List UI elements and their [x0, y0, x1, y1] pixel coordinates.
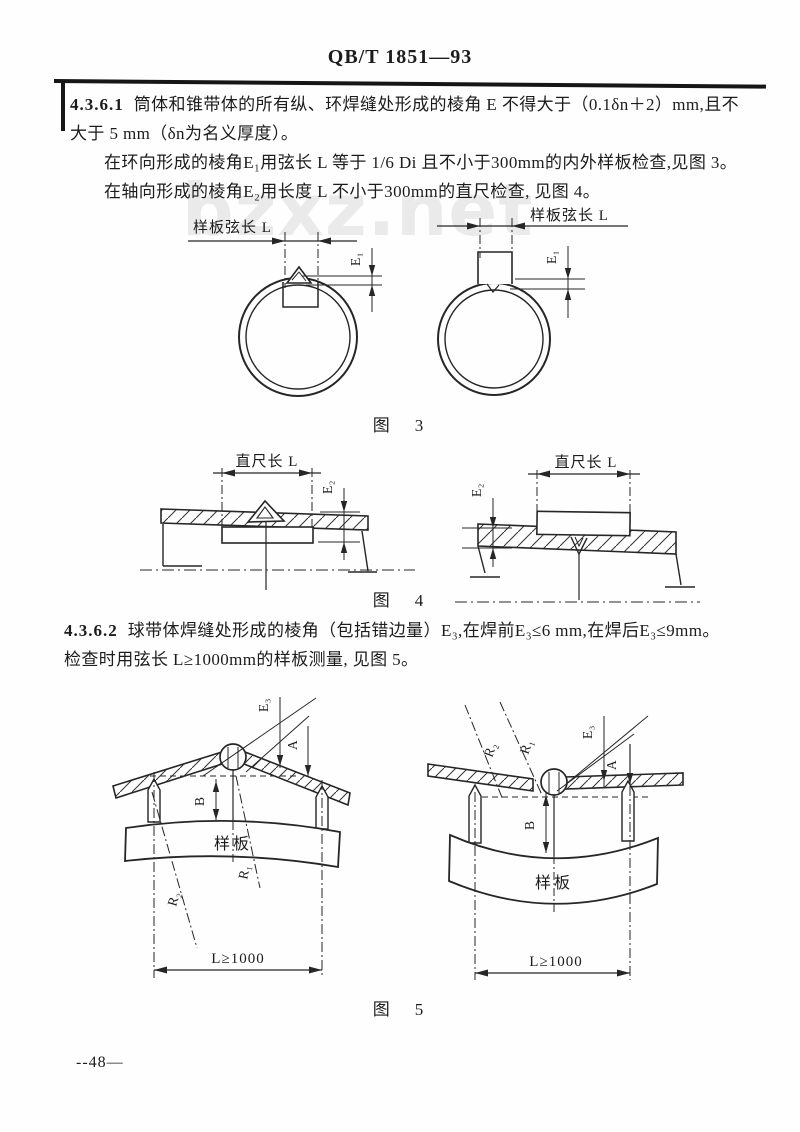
e3-label-right: E₃: [580, 725, 595, 739]
a-label-right: A: [604, 760, 619, 770]
fig3-right-shell: 样板弦长 L E₁: [437, 206, 628, 396]
fig5-right-sphere-seam: 样板 B A E₃ R₂ R₁: [427, 701, 684, 980]
ruler-length-label-right: 直尺长 L: [555, 454, 618, 471]
b-label-right: B: [522, 820, 537, 830]
paragraph-text: 筒体和锥带体的所有纵、环焊缝处形成的棱角 E 不得大于（0.1δn＋2）mm,且…: [133, 95, 739, 114]
template-label-right: 样板: [535, 874, 573, 892]
standard-number-header: QB/T 1851—93: [327, 46, 473, 68]
e1-label-right: E₁: [544, 250, 559, 264]
e1-label-left: E₁: [348, 252, 363, 266]
r2-label-left: R₂: [164, 890, 182, 908]
paragraph-text: 球带体焊缝处形成的棱角（包括错边量）E₃,在焊前E₃≤6 mm,在焊后E₃≤9m…: [127, 621, 720, 640]
header-rule: [53, 79, 766, 89]
paragraph-4361-line1: 4.3.6.1 筒体和锥带体的所有纵、环焊缝处形成的棱角 E 不得大于（0.1δn…: [70, 90, 739, 115]
chord-length-label-right: 样板弦长 L: [530, 206, 609, 224]
fig5-left-sphere-seam: 样板 B A E₃ R₁ R₂: [112, 697, 351, 978]
fig3-left-shell: 样板弦长 L E₁: [188, 218, 382, 397]
figure-3-caption: 图 3: [372, 416, 428, 435]
section-number: 4.3.6.2: [64, 621, 118, 640]
section-number: 4.3.6.1: [70, 95, 124, 114]
chord-dim-left: L≥1000: [211, 951, 264, 967]
b-label-left: B: [192, 796, 207, 806]
margin-revision-bar: [61, 83, 65, 131]
chord-length-label-left: 样板弦长 L: [193, 218, 272, 236]
r1-label-left: R₁: [235, 863, 253, 881]
ruler-length-label-left: 直尺长 L: [236, 453, 299, 470]
r2-label-right: R₂: [481, 740, 500, 759]
figure-4-drawing: 直尺长 L E₂: [140, 453, 700, 603]
figure-3-drawing: 样板弦长 L E₁ 样板弦长 L: [188, 206, 628, 397]
fig4-left-joint: 直尺长 L E₂: [140, 453, 415, 590]
a-label-left: A: [285, 740, 300, 750]
e2-label-right: E₂: [469, 483, 484, 497]
paragraph-4362-line1: 4.3.6.2 球带体焊缝处形成的棱角（包括错边量）E₃,在焊前E₃≤6 mm,在…: [64, 616, 720, 641]
figure-4-caption: 图 4: [372, 591, 428, 610]
figure-5-drawing: 样板 B A E₃ R₁ R₂: [112, 697, 684, 980]
paragraph-4362-line2: 检查时用弦长 L≥1000mm的样板测量, 见图 5。: [64, 650, 419, 669]
paragraph-4361-line2: 大于 5 mm（δn为名义厚度）。: [70, 124, 299, 143]
watermark-text: bzxz.net: [182, 168, 534, 252]
e3-label-left: E₃: [256, 698, 271, 712]
r1-label-right: R₁: [517, 737, 536, 756]
page-number: --48—: [76, 1054, 124, 1071]
fig4-right-joint: 直尺长 L E₂: [455, 454, 700, 603]
paragraph-4361-line3: 在环向形成的棱角E₁用弦长 L 等于 1/6 Di 且不小于300mm的内外样板…: [104, 153, 738, 172]
e2-label-left: E₂: [320, 480, 335, 494]
chord-dim-right: L≥1000: [529, 954, 582, 970]
figure-5-caption: 图 5: [372, 1000, 428, 1019]
template-label-left: 样板: [214, 835, 252, 853]
paragraph-4361-line4: 在轴向形成的棱角E₂用长度 L 不小于300mm的直尺检查, 见图 4。: [104, 182, 601, 201]
